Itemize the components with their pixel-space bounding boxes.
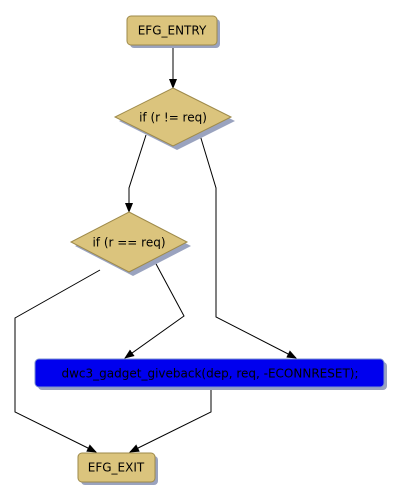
edges-group [14,45,297,453]
node-exit-box [77,452,156,483]
node-decision1-diamond [113,87,233,147]
node-exit-label: EFG_EXIT [88,461,145,475]
edge-decision1-to-action [199,134,297,359]
node-decision2-diamond [69,211,189,273]
node-entry-box [126,15,218,46]
node-decision1-label: if (r != req) [139,111,207,125]
node-action-label: dwc3_gadget_giveback(dep, req, -ECONNRES… [62,367,359,381]
edge-decision1-to-decision2 [125,134,147,213]
node-entry-label: EFG_ENTRY [138,24,207,38]
node-action: dwc3_gadget_giveback(dep, req, -ECONNRES… [34,358,387,390]
node-decision2: if (r == req) [69,211,191,276]
node-exit: EFG_EXIT [77,452,158,485]
edge-decision2-to-action [124,261,185,359]
node-decision1: if (r != req) [113,87,235,150]
node-action-box [34,358,385,388]
edge-decision2-to-exit [14,269,101,453]
node-decision2-label: if (r == req) [92,236,165,250]
edge-action-to-exit [129,389,212,453]
node-entry: EFG_ENTRY [126,15,220,48]
